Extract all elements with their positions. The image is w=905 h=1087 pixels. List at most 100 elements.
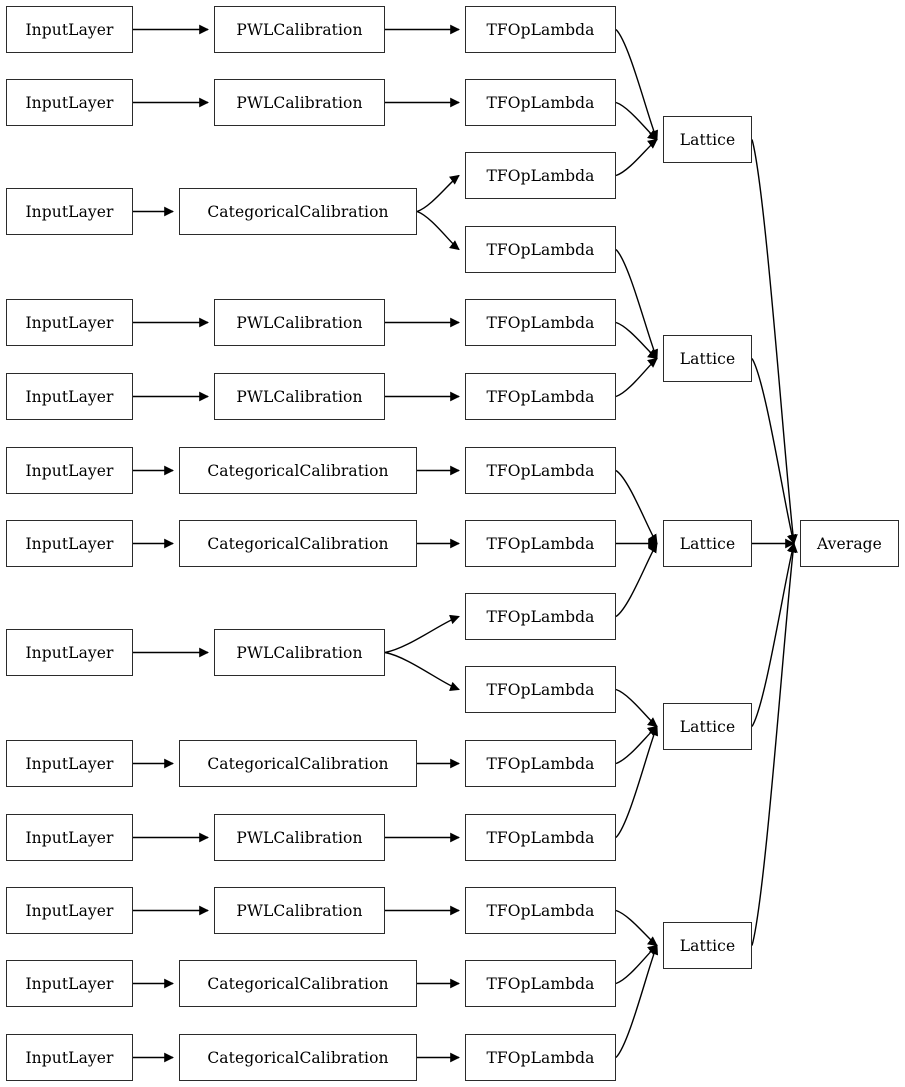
node-in7[interactable]: InputLayer (6, 520, 133, 567)
edge-lat1-to-avg (751, 139, 798, 545)
node-op10[interactable]: TFOpLambda (465, 666, 616, 713)
node-cal1[interactable]: PWLCalibration (214, 6, 385, 53)
node-label: Average (817, 534, 882, 553)
edge-cal8-to-op9 (384, 614, 460, 654)
node-label: CategoricalCalibration (207, 461, 389, 480)
node-cal2[interactable]: PWLCalibration (214, 79, 385, 126)
node-label: InputLayer (25, 1048, 114, 1067)
node-cal6[interactable]: CategoricalCalibration (179, 447, 417, 494)
node-op1[interactable]: TFOpLambda (465, 6, 616, 53)
edge-op9-to-lat3 (615, 542, 658, 618)
node-label: Lattice (679, 936, 736, 955)
edge-cal3-to-op4 (416, 210, 460, 251)
node-lat5[interactable]: Lattice (663, 922, 752, 969)
node-in6[interactable]: InputLayer (6, 447, 133, 494)
node-op15[interactable]: TFOpLambda (465, 1034, 616, 1081)
node-label: TFOpLambda (486, 974, 595, 993)
node-cal3[interactable]: CategoricalCalibration (179, 188, 417, 235)
node-label: TFOpLambda (486, 461, 595, 480)
node-label: InputLayer (25, 828, 114, 847)
node-op6[interactable]: TFOpLambda (465, 373, 616, 420)
node-cal7[interactable]: CategoricalCalibration (179, 520, 417, 567)
node-label: TFOpLambda (486, 166, 595, 185)
node-label: CategoricalCalibration (207, 754, 389, 773)
edge-cal8-to-op10 (384, 651, 460, 691)
node-op7[interactable]: TFOpLambda (465, 447, 616, 494)
node-cal13[interactable]: CategoricalCalibration (179, 1034, 417, 1081)
edge-op15-to-lat5 (615, 944, 659, 1058)
node-op4[interactable]: TFOpLambda (465, 226, 616, 273)
node-label: InputLayer (25, 461, 114, 480)
node-lat3[interactable]: Lattice (663, 520, 752, 567)
node-label: Lattice (679, 349, 736, 368)
node-label: TFOpLambda (486, 1048, 595, 1067)
edge-op4-to-lat2 (615, 248, 658, 360)
node-label: PWLCalibration (236, 387, 363, 406)
node-in3[interactable]: InputLayer (6, 188, 133, 235)
node-avg[interactable]: Average (800, 520, 899, 567)
node-op13[interactable]: TFOpLambda (465, 887, 616, 934)
node-label: TFOpLambda (486, 20, 595, 39)
node-label: PWLCalibration (236, 643, 363, 662)
node-in9[interactable]: InputLayer (6, 740, 133, 787)
node-label: PWLCalibration (236, 901, 363, 920)
node-in11[interactable]: InputLayer (6, 887, 133, 934)
node-label: Lattice (679, 130, 736, 149)
node-cal11[interactable]: PWLCalibration (214, 887, 385, 934)
node-cal4[interactable]: PWLCalibration (214, 299, 385, 346)
node-label: Lattice (679, 534, 736, 553)
node-in5[interactable]: InputLayer (6, 373, 133, 420)
node-cal12[interactable]: CategoricalCalibration (179, 960, 417, 1007)
node-label: InputLayer (25, 754, 114, 773)
node-label: TFOpLambda (486, 240, 595, 259)
edge-lat5-to-avg (751, 542, 798, 946)
edge-op6-to-lat2 (615, 357, 658, 398)
edge-op3-to-lat1 (615, 138, 658, 177)
node-label: CategoricalCalibration (207, 534, 389, 553)
node-cal5[interactable]: PWLCalibration (214, 373, 385, 420)
node-label: TFOpLambda (486, 607, 595, 626)
node-op12[interactable]: TFOpLambda (465, 814, 616, 861)
edge-cal3-to-op3 (416, 174, 460, 213)
node-label: InputLayer (25, 93, 114, 112)
node-lat1[interactable]: Lattice (663, 116, 752, 163)
node-in2[interactable]: InputLayer (6, 79, 133, 126)
node-label: TFOpLambda (486, 93, 595, 112)
node-op3[interactable]: TFOpLambda (465, 152, 616, 199)
node-label: Lattice (679, 717, 736, 736)
node-in1[interactable]: InputLayer (6, 6, 133, 53)
node-in8[interactable]: InputLayer (6, 629, 133, 676)
node-op14[interactable]: TFOpLambda (465, 960, 616, 1007)
node-op9[interactable]: TFOpLambda (465, 593, 616, 640)
node-cal8[interactable]: PWLCalibration (214, 629, 385, 676)
node-cal9[interactable]: CategoricalCalibration (179, 740, 417, 787)
edge-op14-to-lat5 (615, 944, 658, 985)
node-label: PWLCalibration (236, 20, 363, 39)
node-label: TFOpLambda (486, 901, 595, 920)
edge-op12-to-lat4 (615, 725, 659, 838)
node-in12[interactable]: InputLayer (6, 960, 133, 1007)
node-op11[interactable]: TFOpLambda (465, 740, 616, 787)
edge-lat4-to-avg (751, 542, 797, 727)
edge-op5-to-lat2 (615, 321, 658, 360)
node-label: CategoricalCalibration (207, 974, 389, 993)
node-op2[interactable]: TFOpLambda (465, 79, 616, 126)
node-op8[interactable]: TFOpLambda (465, 520, 616, 567)
node-lat4[interactable]: Lattice (663, 703, 752, 750)
node-label: PWLCalibration (236, 828, 363, 847)
node-op5[interactable]: TFOpLambda (465, 299, 616, 346)
node-in10[interactable]: InputLayer (6, 814, 133, 861)
node-in13[interactable]: InputLayer (6, 1034, 133, 1081)
node-label: InputLayer (25, 974, 114, 993)
node-label: InputLayer (25, 387, 114, 406)
node-lat2[interactable]: Lattice (663, 335, 752, 382)
node-label: InputLayer (25, 20, 114, 39)
node-cal10[interactable]: PWLCalibration (214, 814, 385, 861)
node-label: PWLCalibration (236, 93, 363, 112)
node-in4[interactable]: InputLayer (6, 299, 133, 346)
node-label: InputLayer (25, 313, 114, 332)
node-label: InputLayer (25, 643, 114, 662)
node-label: TFOpLambda (486, 534, 595, 553)
